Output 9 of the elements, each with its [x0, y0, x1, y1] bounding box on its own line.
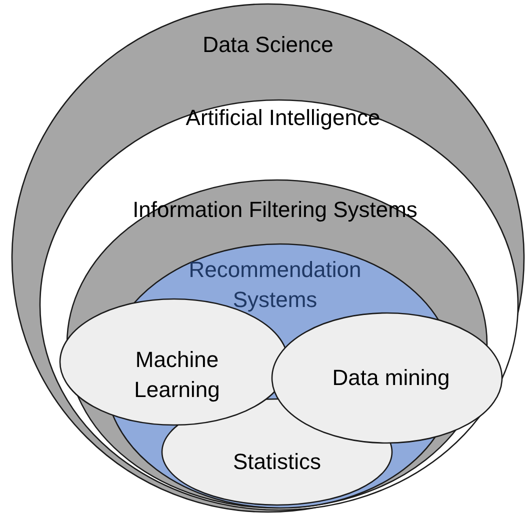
- inner-circle: [39, 99, 519, 511]
- circle-label: Data Science: [202, 31, 334, 59]
- outer-circle: [11, 3, 525, 513]
- circle-label: Artificial Intelligence: [184, 104, 382, 132]
- circle-label: Data mining: [331, 364, 451, 392]
- overlap-ellipse: [271, 312, 503, 444]
- circle-label: Statistics: [232, 448, 322, 476]
- circle-label: Recommendation Systems: [188, 256, 362, 314]
- circle-label: Machine Learning: [133, 346, 221, 404]
